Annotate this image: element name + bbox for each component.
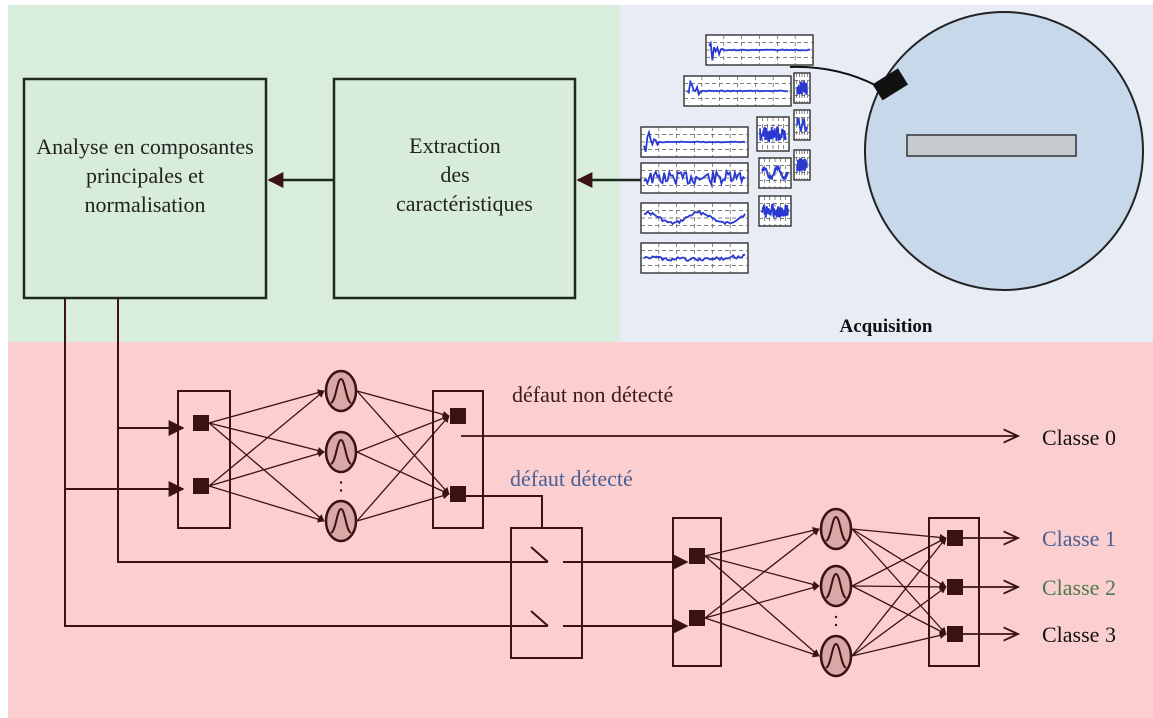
acquisition-label: Acquisition <box>840 316 933 337</box>
connection <box>704 555 820 657</box>
gaussian-curve <box>330 438 352 465</box>
gaussian-curve <box>330 377 352 404</box>
path-detected-label: défaut détecté <box>510 466 633 491</box>
connection <box>704 584 820 619</box>
input-node <box>689 610 705 626</box>
sensor-cable <box>789 65 878 87</box>
signal-trace <box>643 168 746 188</box>
gaussian-curve <box>825 642 847 669</box>
connection <box>851 585 947 635</box>
connection <box>851 537 947 657</box>
extraction-block-label: Extraction des caractéristiques <box>396 133 533 216</box>
connection <box>851 537 947 587</box>
classifier-wiring <box>64 298 689 634</box>
input-node <box>193 415 209 431</box>
signal-trace <box>643 210 746 226</box>
rbf-neuron <box>324 369 358 413</box>
connection <box>208 485 325 523</box>
gaussian-curve <box>825 572 847 599</box>
class-3-label: Classe 3 <box>1042 622 1116 647</box>
signal-plots <box>640 34 814 274</box>
ellipsis-dot <box>834 615 838 619</box>
pca-block <box>22 77 268 300</box>
extraction-block <box>332 77 577 300</box>
gaussian-curve <box>330 507 352 534</box>
signal-trace <box>761 164 789 183</box>
connection <box>208 450 325 487</box>
sensor-disc <box>789 11 1144 291</box>
sensor-probe <box>872 68 909 101</box>
signal-trace <box>759 126 787 144</box>
input-layer-box <box>672 517 722 667</box>
rbf-neuron <box>819 564 853 608</box>
connection <box>208 390 325 487</box>
ellipsis-dot <box>339 481 343 484</box>
connection <box>851 632 947 657</box>
rbf-neuron <box>819 507 853 551</box>
input-node <box>689 548 705 564</box>
signal-trace <box>686 78 789 97</box>
rbf-neuron <box>819 634 853 678</box>
connection <box>851 528 947 635</box>
connection <box>851 583 947 591</box>
output-node <box>947 626 963 642</box>
signal-trace <box>761 203 789 218</box>
input-node <box>193 478 209 494</box>
signal-trace <box>796 158 808 172</box>
class-output-arrows <box>461 436 1018 634</box>
connection <box>208 389 325 424</box>
ellipsis-dot <box>339 489 343 492</box>
input-layer-box <box>177 390 231 529</box>
signal-trace <box>708 40 811 61</box>
pca-block-label: Analyse en composantes principales et no… <box>36 134 254 217</box>
output-node <box>450 486 466 502</box>
rbf-neuron <box>324 499 358 543</box>
signal-trace <box>643 129 746 152</box>
connection <box>208 422 325 454</box>
connection <box>704 617 820 658</box>
class-1-label: Classe 1 <box>1042 526 1116 551</box>
ellipsis-dot <box>834 623 838 627</box>
connection <box>851 586 947 657</box>
output-layer-box <box>928 517 980 667</box>
neural-network-2 <box>672 507 980 678</box>
rbf-neuron <box>324 430 358 474</box>
path-not-detected-label: défaut non détecté <box>512 382 673 407</box>
output-node <box>947 530 963 546</box>
class-2-label: Classe 2 <box>1042 575 1116 600</box>
connection <box>704 555 820 588</box>
neural-network-1 <box>177 369 484 543</box>
connection <box>851 528 947 541</box>
output-node <box>947 579 963 595</box>
gaussian-curve <box>825 515 847 542</box>
signal-trace <box>643 253 746 262</box>
signal-trace <box>796 116 808 133</box>
connection <box>704 527 820 557</box>
signal-trace <box>796 81 808 95</box>
test-specimen-bar <box>906 134 1077 157</box>
output-layer-box <box>432 390 484 529</box>
connection <box>208 422 325 522</box>
class-0-label: Classe 0 <box>1042 425 1116 450</box>
connection <box>851 528 947 588</box>
switch-block <box>510 527 583 659</box>
connection <box>704 528 820 619</box>
output-node <box>450 408 466 424</box>
